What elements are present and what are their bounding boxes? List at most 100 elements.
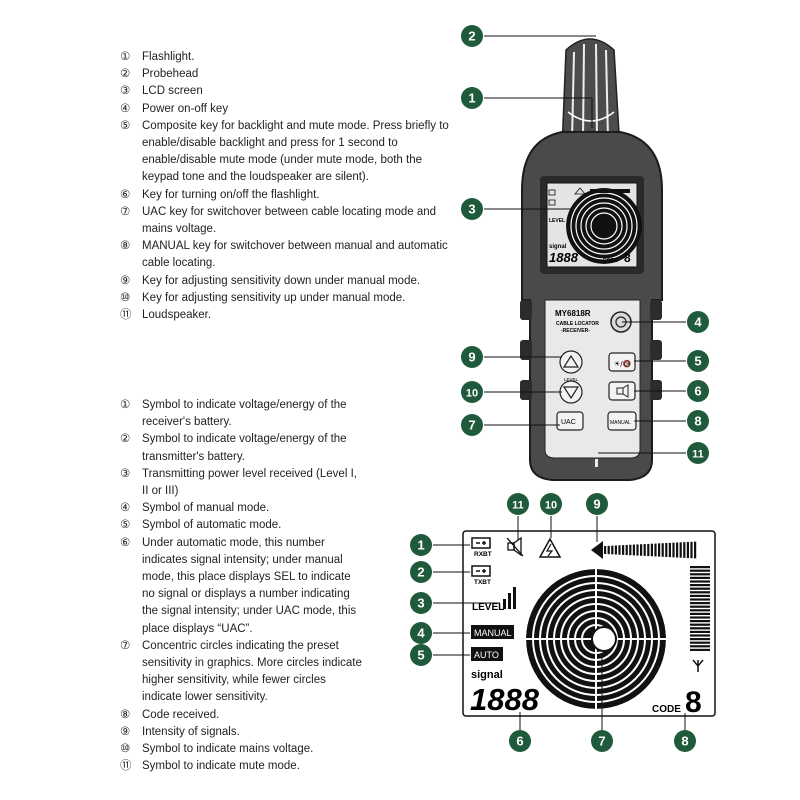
sensitivity-down-key[interactable] <box>559 380 583 404</box>
item-text: Symbol of automatic mode. <box>142 519 282 532</box>
svg-text:MANUAL: MANUAL <box>610 420 631 426</box>
item-text: Key for turning on/off the flashlight. <box>142 188 320 201</box>
mute-icon <box>506 536 524 557</box>
lcd-callout-10: 10 <box>540 493 562 515</box>
callout-number: 4 <box>417 626 425 641</box>
item-text: MANUAL key for switchover between manual… <box>142 240 448 270</box>
lcd-symbol-item: ⑤ Symbol of automatic mode. <box>120 517 365 534</box>
callout-number: 8 <box>681 734 688 749</box>
item-text: Flashlight. <box>142 51 195 63</box>
item-number: ① <box>120 399 131 411</box>
device-model: MY6818R <box>555 309 591 318</box>
device-lcd-digits: 1888 <box>549 250 579 265</box>
device-lcd-level: LEVEL <box>549 218 565 224</box>
device-callout-1: 1 <box>461 87 483 109</box>
lcd-digits: 1888 <box>470 682 540 717</box>
probehead <box>561 38 621 151</box>
lcd-code: CODE <box>652 704 681 715</box>
item-number: ⑦ <box>120 205 131 218</box>
item-text: LCD screen <box>142 85 203 98</box>
device-labels: MY6818R CABLE LOCATOR -RECEIVER- LEVEL <box>555 309 599 382</box>
lcd-callout-7: 7 <box>591 730 613 752</box>
uac-key[interactable]: UAC <box>556 411 584 431</box>
device-part-item: ④ Power on-off key <box>120 101 450 118</box>
signal-intensity-bar <box>604 541 710 651</box>
device-lcd-screen: LEVEL signal 1888 CODE 8 <box>546 182 642 268</box>
device-subtitle: CABLE LOCATOR <box>556 321 599 327</box>
manual-key[interactable]: MANUAL <box>607 411 637 431</box>
flashlight-key[interactable] <box>608 381 636 401</box>
item-number: ③ <box>120 85 131 98</box>
callout-number: 6 <box>694 384 701 399</box>
lcd-rxbt: RXBT <box>474 551 492 558</box>
device-callout-8: 8 <box>687 410 709 432</box>
callout-number: 10 <box>545 500 557 512</box>
item-text: Code received. <box>142 708 220 721</box>
lcd-callout-9: 9 <box>586 493 608 515</box>
lcd-callout-8: 8 <box>674 730 696 752</box>
lcd-auto: AUTO <box>474 650 499 660</box>
callout-number: 8 <box>694 414 701 429</box>
item-number: ⑤ <box>120 519 131 532</box>
item-number: ⑪ <box>120 309 132 322</box>
callout-number: 7 <box>598 734 605 749</box>
item-text: Power on-off key <box>142 102 229 115</box>
item-number: ③ <box>120 467 131 480</box>
callout-number: 1 <box>468 91 475 106</box>
lcd-symbol-item: ② Symbol to indicate voltage/energy of th… <box>120 431 365 465</box>
item-text: Under automatic mode, this number indica… <box>142 536 357 635</box>
power-key[interactable] <box>610 311 632 333</box>
item-number: ④ <box>120 102 131 115</box>
item-text: Symbol to indicate voltage/energy of the… <box>142 399 347 429</box>
device-role: -RECEIVER- <box>561 328 590 334</box>
item-text: Transmitting power level received (Level… <box>142 467 357 498</box>
callout-number: 10 <box>466 388 478 400</box>
callout-number: 5 <box>417 648 424 663</box>
lcd-leader-lines <box>433 516 686 730</box>
callout-number: 11 <box>692 449 704 461</box>
item-text: Composite key for backlight and mute mod… <box>142 119 449 184</box>
item-text: UAC key for switchover between cable loc… <box>142 205 437 236</box>
device-lcd-code: CODE <box>603 258 618 264</box>
device-lcd-code-digit: 8 <box>624 251 631 265</box>
device-lcd-signal: signal <box>549 244 567 250</box>
item-text: Symbol to indicate voltage/energy of the… <box>142 433 347 463</box>
device-callout-11: 11 <box>687 442 709 464</box>
sensitivity-up-key[interactable] <box>559 350 583 374</box>
lcd-symbols-list: ① Symbol to indicate voltage/energy of th… <box>120 397 365 775</box>
item-number: ⑩ <box>120 291 131 304</box>
lcd-callout-3: 3 <box>410 592 432 614</box>
item-number: ⑨ <box>120 274 131 287</box>
lcd-level: LEVEL <box>472 602 504 613</box>
device-callout-4: 4 <box>687 311 709 333</box>
item-text: Symbol to indicate mains voltage. <box>142 743 314 756</box>
lcd-callout-1: 1 <box>410 534 432 556</box>
lcd-code-digit: 8 <box>685 686 702 719</box>
device-callout-5: 5 <box>687 350 709 372</box>
item-number: ② <box>120 433 131 446</box>
level-bars <box>503 587 516 609</box>
backlight-mute-key[interactable]: ☀/🔇 <box>608 352 636 372</box>
lcd-callout-4: 4 <box>410 622 432 644</box>
lcd-manual: MANUAL <box>474 628 512 638</box>
device-callout-6: 6 <box>687 380 709 402</box>
device-part-item: ③ LCD screen <box>120 83 450 100</box>
svg-text:UAC: UAC <box>561 419 576 426</box>
lcd-symbol-item: ③ Transmitting power level received (Leve… <box>120 466 365 500</box>
device-callout-3: 3 <box>461 198 483 220</box>
lcd-symbol-item: ① Symbol to indicate voltage/energy of th… <box>120 397 365 431</box>
antenna-icon <box>692 659 704 672</box>
svg-text:☀/🔇: ☀/🔇 <box>614 359 632 368</box>
callout-number: 3 <box>417 596 424 611</box>
callout-number: 9 <box>593 497 600 512</box>
item-text: Key for adjusting sensitivity up under m… <box>142 291 406 304</box>
item-text: Symbol of manual mode. <box>142 502 270 515</box>
callout-number: 1 <box>417 538 424 553</box>
